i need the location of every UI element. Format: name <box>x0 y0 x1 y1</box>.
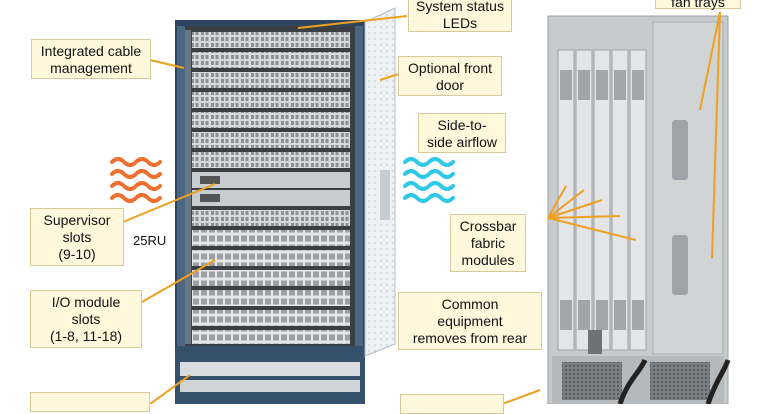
crossbar-fabric-modules-callout: Crossbar fabric modules <box>450 214 526 272</box>
integrated-cable-management-callout: Integrated cable management <box>31 39 151 79</box>
callout-line: fan trays <box>671 0 725 10</box>
optional-front-door-callout: Optional front door <box>398 56 502 96</box>
side-to-side-airflow-callout: Side-to- side airflow <box>418 113 506 153</box>
callout-line: Optional front <box>407 60 493 76</box>
module-rows <box>192 32 350 344</box>
bottom-left-callout <box>30 392 150 412</box>
io-module-slots-callout: I/O module slots (1-8, 11-18) <box>30 290 142 348</box>
callout-line: LEDs <box>442 15 478 31</box>
fabric-module-slots <box>557 49 647 351</box>
callout-line: (1-8, 11-18) <box>49 328 123 344</box>
callout-line: management <box>50 60 132 76</box>
callout-line: (9-10) <box>58 246 96 262</box>
callout-line: Supervisor <box>43 212 111 228</box>
callout-line: equipment <box>437 313 503 329</box>
rack-units-label: 25RU <box>133 233 167 248</box>
callout-line: Side-to- <box>437 117 487 133</box>
callout-line: Integrated cable <box>40 43 142 59</box>
callout-line: Common <box>441 296 499 312</box>
front-chassis <box>175 20 365 404</box>
cool-air-arrows <box>403 157 455 203</box>
callout-line: I/O module <box>51 294 121 310</box>
system-status-leds-callout: System status LEDs <box>408 0 512 32</box>
callout-line: side airflow <box>426 134 498 150</box>
rear-chassis <box>547 15 731 404</box>
hot-air-arrows <box>110 157 162 203</box>
leader-lines <box>122 11 721 404</box>
chassis-diagram <box>110 7 731 404</box>
callout-line: slots <box>71 311 101 327</box>
front-door <box>364 7 396 357</box>
callout-line: modules <box>461 252 515 268</box>
fan-trays-callout: fan trays <box>655 0 741 9</box>
callout-line: Crossbar <box>459 218 517 234</box>
callout-line: door <box>435 77 465 93</box>
bottom-right-callout <box>400 394 504 414</box>
common-equipment-callout: Common equipment removes from rear <box>398 292 542 350</box>
callout-line: System status <box>416 0 504 14</box>
supervisor-slots-callout: Supervisor slots (9-10) <box>30 208 124 266</box>
callout-line: slots <box>62 229 92 245</box>
callout-line: removes from rear <box>412 330 528 346</box>
callout-line: fabric <box>470 235 506 251</box>
